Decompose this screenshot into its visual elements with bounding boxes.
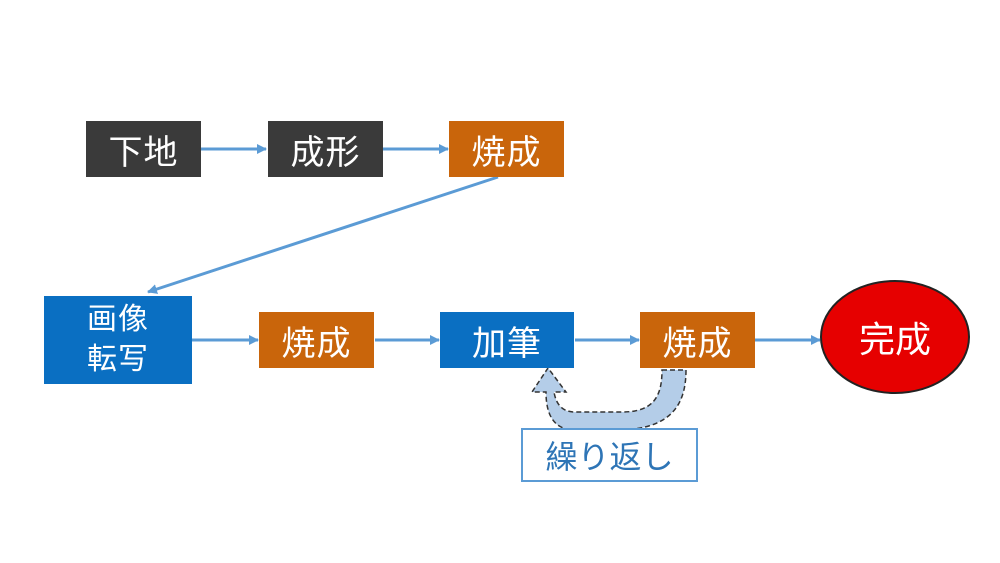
step-painting: 加筆 <box>440 312 574 368</box>
step-firing-3: 焼成 <box>640 312 755 368</box>
step-painting-label: 加筆 <box>472 323 542 364</box>
step-complete: 完成 <box>821 281 969 393</box>
step-firing-1: 焼成 <box>449 121 564 177</box>
step-image-transfer-line1: 画像 <box>87 302 149 337</box>
step-forming: 成形 <box>268 121 383 177</box>
loop-arrow <box>530 366 687 431</box>
complete-ellipse <box>820 280 970 394</box>
step-base: 下地 <box>86 121 201 177</box>
step-firing-1-label: 焼成 <box>471 132 542 173</box>
step-firing-3-label: 焼成 <box>662 323 733 364</box>
step-image-transfer-line2: 転写 <box>87 342 149 377</box>
step-base-label: 下地 <box>108 132 179 173</box>
step-firing-2-label: 焼成 <box>281 323 352 364</box>
step-forming-label: 成形 <box>290 132 361 173</box>
arrow-firing-to-transfer <box>147 175 499 294</box>
repeat-label-text: 繰り返し <box>545 438 674 476</box>
repeat-label-box: 繰り返し <box>521 428 698 482</box>
step-firing-2: 焼成 <box>259 312 374 368</box>
step-complete-label: 完成 <box>858 320 931 361</box>
step-image-transfer: 画像 転写 <box>44 296 192 384</box>
